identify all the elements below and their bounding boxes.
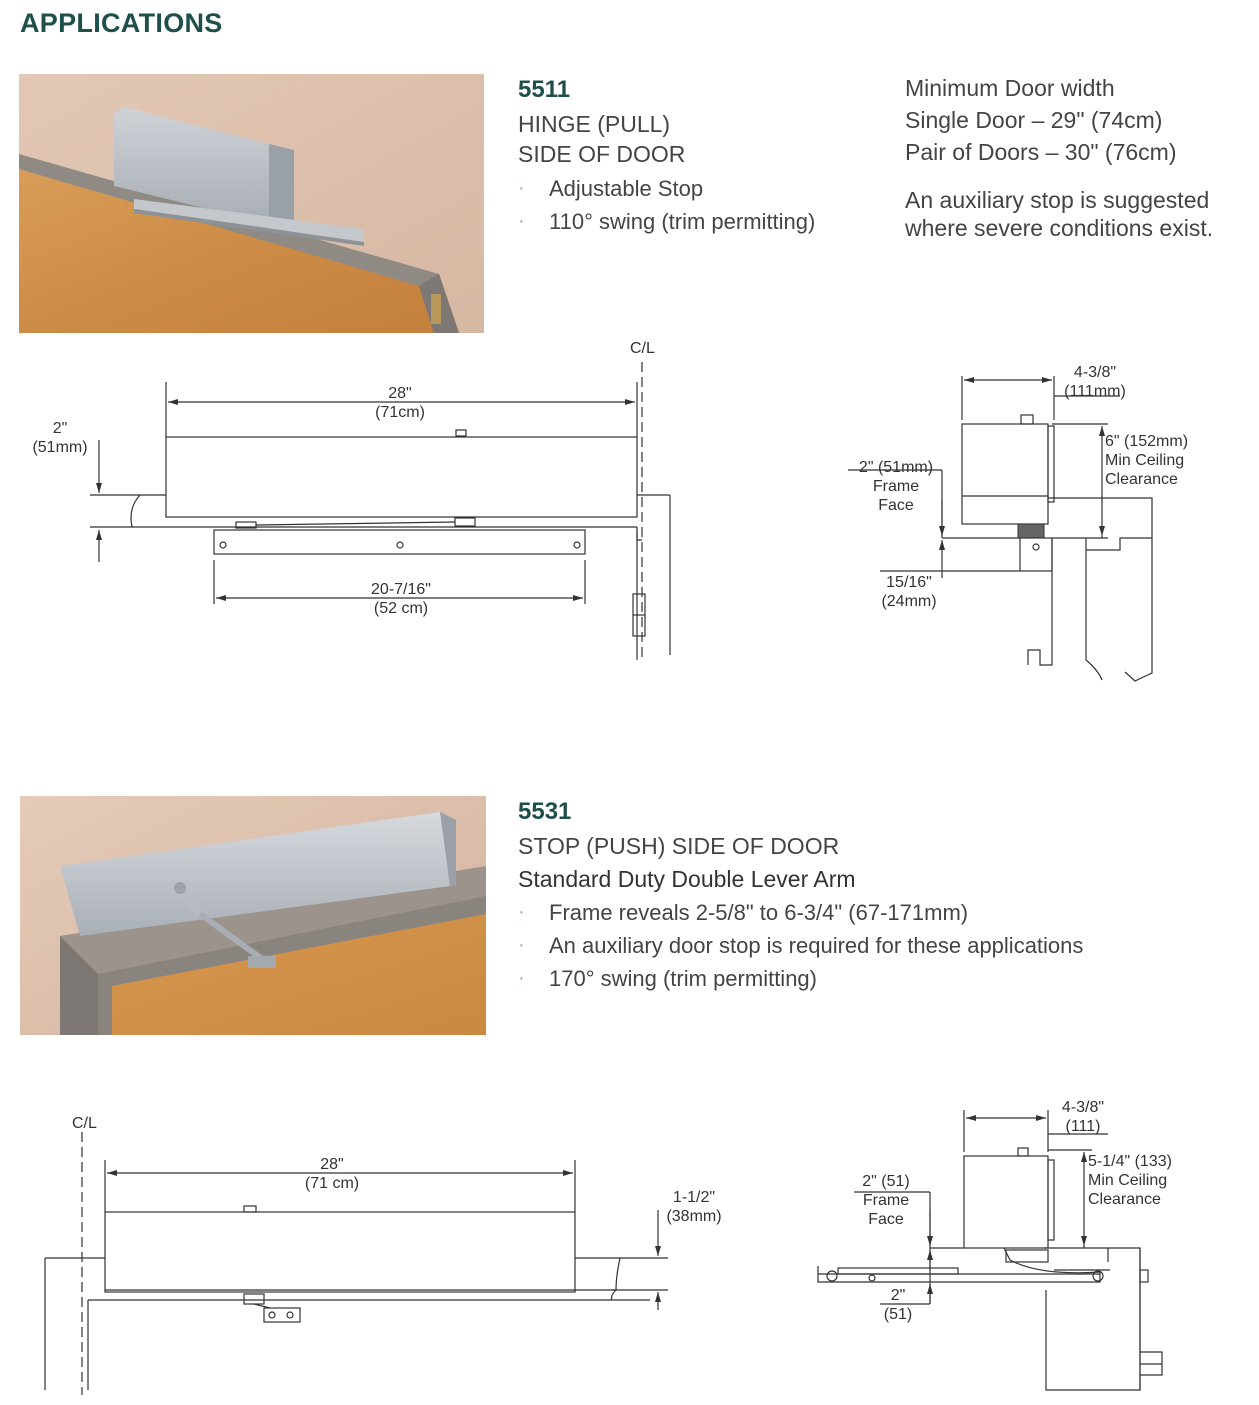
- section1-track-dim: 20-7/16" (52 cm): [356, 580, 446, 618]
- section1-side-depth-dim: 4-3/8" (111mm): [1055, 363, 1135, 401]
- diagram-5531-front: [44, 1132, 668, 1395]
- dim-value: 28": [388, 385, 412, 402]
- section2-subtitle: Standard Duty Double Lever Arm: [518, 866, 856, 892]
- section1-title-line2: SIDE OF DOOR: [518, 141, 686, 167]
- dim-value: Frame: [872, 478, 920, 495]
- dim-value: Frame: [862, 1192, 910, 1209]
- section2-side-depth-dim: 4-3/8" (111): [1045, 1098, 1121, 1136]
- section1-title-line1: HINGE (PULL): [518, 111, 671, 137]
- photo-5531-closer: [20, 796, 486, 1035]
- section1-frame-face-dim: 2" (51mm) Frame Face: [850, 458, 942, 515]
- dim-value: 2": [52, 420, 68, 437]
- list-item: 170° swing (trim permitting): [518, 962, 1083, 995]
- dim-value: 2" (51): [862, 1173, 910, 1190]
- dim-value: 2": [890, 1287, 906, 1304]
- dim-value: 20-7/16": [371, 581, 431, 598]
- dim-value: 28": [320, 1156, 344, 1173]
- dim-value: Clearance: [1105, 471, 1178, 488]
- page-heading: APPLICATIONS: [20, 8, 223, 38]
- diagram-5511-front: [90, 362, 671, 660]
- section2-feature-list: Frame reveals 2-5/8" to 6-3/4" (67-171mm…: [518, 896, 1083, 995]
- section1-model-number: 5511: [518, 76, 571, 103]
- dim-value: 15/16": [886, 574, 932, 591]
- dim-value: (71cm): [375, 404, 425, 421]
- dim-value: 1-1/2": [672, 1189, 716, 1206]
- dim-value: Clearance: [1088, 1191, 1161, 1208]
- list-item: Adjustable Stop: [518, 172, 815, 205]
- dim-value: (24mm): [881, 593, 937, 610]
- section2-title: STOP (PUSH) SIDE OF DOOR: [518, 833, 840, 859]
- dim-value: (71 cm): [304, 1175, 360, 1192]
- list-item: Frame reveals 2-5/8" to 6-3/4" (67-171mm…: [518, 896, 1083, 929]
- dim-value: Face: [868, 1211, 904, 1228]
- dim-value: 2" (51mm): [858, 459, 934, 476]
- dim-value: 4-3/8": [1073, 364, 1117, 381]
- door-width-pair: Pair of Doors – 30" (76cm): [905, 139, 1177, 165]
- dim-value: (111mm): [1064, 383, 1126, 400]
- section1-cl-label: C/L: [630, 340, 655, 357]
- section2-frame-face-dim: 2" (51) Frame Face: [848, 1172, 924, 1229]
- section2-clearance-dim: 5-1/4" (133) Min Ceiling Clearance: [1088, 1152, 1172, 1209]
- dim-value: 5-1/4" (133): [1088, 1153, 1172, 1170]
- section1-feature-list: Adjustable Stop 110° swing (trim permitt…: [518, 172, 815, 238]
- section1-width-dim: 28" (71cm): [360, 384, 440, 422]
- section1-clearance-dim: 6" (152mm) Min Ceiling Clearance: [1105, 432, 1188, 489]
- dim-value: 6" (152mm): [1105, 433, 1189, 450]
- dim-value: Min Ceiling: [1105, 452, 1185, 469]
- dim-value: 4-3/8": [1061, 1099, 1105, 1116]
- dim-value: Face: [878, 497, 914, 514]
- door-width-single: Single Door – 29" (74cm): [905, 107, 1163, 133]
- section1-offset-dim: 15/16" (24mm): [870, 573, 948, 611]
- auxiliary-note-line1: An auxiliary stop is suggested: [905, 187, 1210, 213]
- diagram-5511-side: [848, 376, 1153, 682]
- door-width-heading: Minimum Door width: [905, 75, 1115, 101]
- list-item: An auxiliary door stop is required for t…: [518, 929, 1083, 962]
- diagram-5531-side: [817, 1110, 1163, 1391]
- dim-value: (52 cm): [373, 600, 429, 617]
- dim-value: (51): [883, 1306, 913, 1323]
- list-item: 110° swing (trim permitting): [518, 205, 815, 238]
- section2-height-dim: 1-1/2" (38mm): [655, 1188, 733, 1226]
- photo-5511-closer: [19, 74, 484, 333]
- auxiliary-note-line2: where severe conditions exist.: [905, 215, 1214, 241]
- section2-arm-dim: 2" (51): [876, 1286, 920, 1324]
- dim-value: (51mm): [32, 439, 88, 456]
- section2-width-dim: 28" (71 cm): [290, 1155, 374, 1193]
- dim-value: (111): [1065, 1118, 1101, 1135]
- dim-value: Min Ceiling: [1088, 1172, 1168, 1189]
- section1-height-dim: 2" (51mm): [24, 419, 96, 457]
- section2-cl-label: C/L: [72, 1115, 97, 1132]
- section2-model-number: 5531: [518, 798, 572, 825]
- dim-value: (38mm): [666, 1208, 722, 1225]
